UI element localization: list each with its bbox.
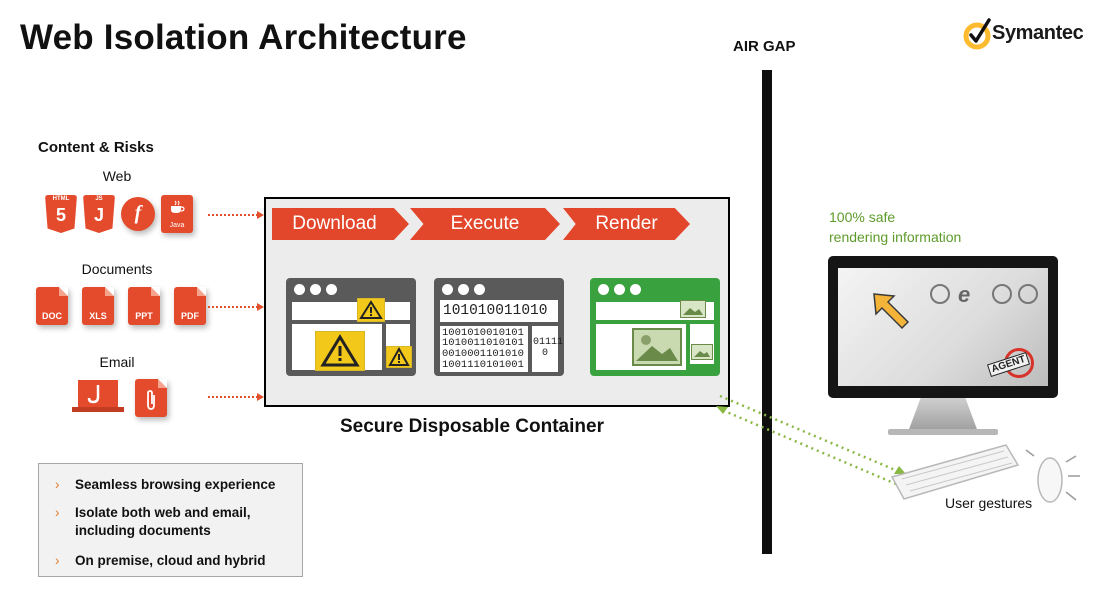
arrow-to-endpoint: [894, 466, 906, 474]
phishing-laptop-icon: [72, 378, 124, 416]
brand-trademark: .: [1080, 26, 1084, 40]
flash-icon: f: [121, 197, 155, 231]
container-caption: Secure Disposable Container: [340, 416, 604, 437]
stage-download: Download: [272, 208, 409, 240]
monitor-base: [888, 429, 998, 435]
binary-line-1: 1001010010101: [442, 327, 524, 339]
binary-line-4: 1001110101001: [442, 359, 524, 371]
page-title: Web Isolation Architecture: [20, 18, 467, 57]
image-icon-small: [691, 344, 713, 360]
firefox-icon: [1018, 284, 1038, 304]
warning-icon: [357, 298, 385, 322]
document-icons: DOC XLS PPT PDF: [36, 287, 206, 325]
stage-render: Render: [563, 208, 690, 240]
keyboard-icon: [890, 444, 1020, 500]
symantec-check-icon: [963, 18, 991, 50]
symantec-logo: Symantec .: [962, 14, 1087, 54]
binary-line-2: 1010011010101: [442, 337, 524, 349]
binary-side-2: 0: [542, 348, 549, 359]
paperclip-icon: [147, 390, 155, 410]
category-label-web: Web: [102, 168, 132, 184]
xls-file-icon: XLS: [82, 287, 114, 325]
email-arrow-head: [257, 393, 264, 401]
internet-explorer-icon: e: [958, 282, 971, 307]
doc-file-icon: DOC: [36, 287, 68, 325]
documents-arrow-head: [257, 303, 264, 311]
air-gap-label: AIR GAP: [733, 38, 796, 55]
mouse-icon: [1025, 449, 1080, 503]
download-window: [286, 278, 416, 376]
user-gestures-label: User gestures: [945, 495, 1033, 511]
category-label-documents: Documents: [81, 261, 153, 277]
monitor-stand: [908, 398, 978, 432]
javascript-icon: JS J: [83, 195, 115, 233]
chevron-right-icon: ›: [55, 477, 60, 492]
category-label-email: Email: [99, 354, 135, 370]
gesture-connector: [716, 394, 906, 486]
binary-side-1: 01111: [533, 337, 564, 348]
safe-rendering-text: 100% safe rendering information: [829, 209, 962, 245]
web-arrow-line: [208, 214, 258, 216]
chevron-right-icon: ›: [55, 553, 60, 568]
email-arrow-line: [208, 396, 258, 398]
monitor: e AGENT: [828, 256, 1058, 398]
java-icon: Java: [161, 195, 193, 233]
documents-arrow-line: [208, 306, 258, 308]
cursor-arrow-icon: [873, 293, 910, 330]
arrow-to-container: [716, 406, 728, 414]
chrome-icon: [930, 284, 950, 304]
render-window: [590, 278, 720, 376]
image-icon-large: [632, 328, 682, 366]
safari-icon: [992, 284, 1012, 304]
brand-name: Symantec: [992, 22, 1084, 44]
web-arrow-head: [257, 211, 264, 219]
monitor-screen: e AGENT: [838, 268, 1048, 386]
warning-icon-small: [386, 346, 412, 368]
coffee-cup-icon: [171, 200, 185, 213]
binary-line-3: 0010001101010: [442, 348, 524, 360]
html5-icon: HTML 5: [45, 195, 77, 233]
web-icons: HTML 5 JS J f Java: [45, 195, 193, 233]
air-gap-divider: [762, 70, 772, 554]
execute-window: 101010011010 1001010010101 1010011010101…: [434, 278, 564, 376]
benefits-box: › Seamless browsing experience › Isolate…: [38, 463, 303, 577]
pdf-file-icon: PDF: [174, 287, 206, 325]
image-icon: [680, 300, 706, 318]
binary-header: 101010011010: [443, 303, 548, 319]
ppt-file-icon: PPT: [128, 287, 160, 325]
attachment-file-icon: [135, 379, 167, 417]
content-risks-heading: Content & Risks: [38, 139, 154, 156]
warning-icon-large: [315, 331, 365, 371]
stage-execute: Execute: [410, 208, 560, 240]
chevron-right-icon: ›: [55, 505, 60, 520]
